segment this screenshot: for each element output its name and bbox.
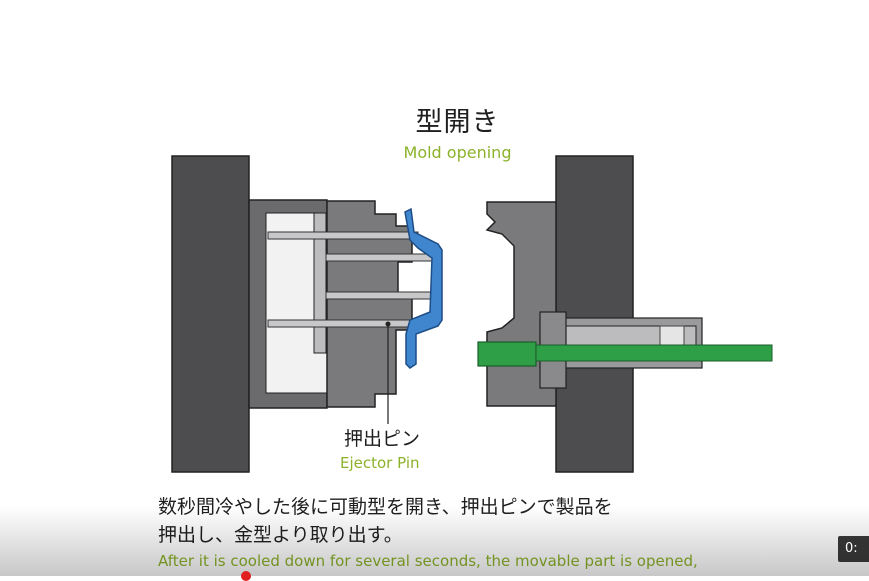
caption-jp-line-2: 押出し、金型より取り出す。 bbox=[158, 524, 403, 546]
sprue-collar bbox=[659, 325, 685, 347]
ejector-pin-middle bbox=[325, 253, 439, 262]
ejector-pin-lower bbox=[325, 291, 439, 300]
ejector-pin-label-en: Ejector Pin bbox=[340, 454, 420, 472]
diagram-title-jp: 型開き bbox=[415, 107, 500, 138]
molded-product bbox=[404, 207, 443, 369]
ejector-pin-bottom bbox=[267, 319, 419, 328]
diagram-title-en: Mold opening bbox=[403, 143, 512, 162]
ejector-leader-dot bbox=[385, 321, 391, 327]
ejector-pin-label-jp: 押出ピン bbox=[344, 428, 421, 450]
injection-rod bbox=[535, 344, 773, 362]
ejector-plate bbox=[313, 212, 327, 354]
video-progress-scrubber[interactable] bbox=[241, 571, 251, 581]
video-time-display: 0: bbox=[838, 536, 869, 562]
movable-platen bbox=[171, 155, 250, 473]
caption-jp: 数秒間冷やした後に可動型を開き、押出ピンで製品を 押出し、金型より取り出す。 bbox=[158, 493, 838, 549]
runner-green bbox=[477, 341, 537, 367]
ejector-pin-top bbox=[267, 231, 419, 240]
fixed-platen bbox=[555, 155, 634, 473]
caption-jp-line-1: 数秒間冷やした後に可動型を開き、押出ピンで製品を bbox=[158, 496, 613, 518]
caption-en: After it is cooled down for several seco… bbox=[158, 552, 698, 570]
